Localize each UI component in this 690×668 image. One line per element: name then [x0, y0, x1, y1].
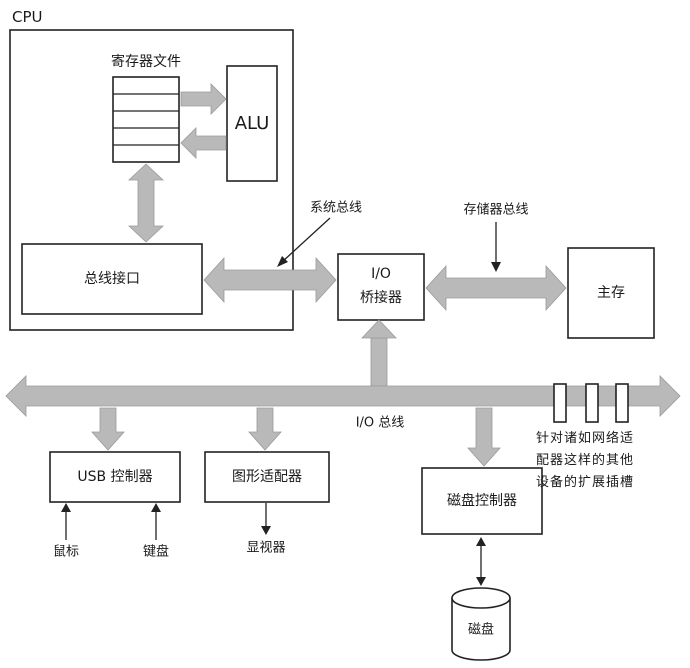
keyboard-label: 键盘 — [142, 544, 170, 560]
memory-bus-arrow — [425, 264, 567, 312]
keyboard-arrowhead — [151, 503, 161, 512]
system-bus-pointer — [281, 217, 331, 263]
disk-link-head-up — [476, 537, 486, 546]
alu-box — [226, 65, 278, 182]
main-memory-label: 主存 — [597, 285, 625, 301]
io-bridge-label-line1: I/O — [371, 266, 391, 282]
register-file — [112, 76, 180, 163]
memory-bus-pointer-head — [491, 262, 501, 272]
system-bus-pointer-head — [277, 256, 288, 267]
disk-link-head-down — [476, 577, 486, 586]
iobus-to-usb-arrow — [91, 407, 125, 451]
bridge-to-iobus-stem — [370, 337, 388, 387]
register-file-label: 寄存器文件 — [111, 54, 181, 70]
monitor-label: 显视器 — [246, 540, 286, 556]
expansion-slot-3 — [615, 383, 629, 423]
regfile-businterface-arrow — [127, 163, 165, 243]
expansion-slots-note: 针对诸如网络适 配器这样的其他 设备的扩展插槽 — [536, 428, 686, 494]
bus-interface-label: 总线接口 — [84, 271, 140, 287]
io-bridge-box — [337, 253, 425, 321]
disk-cylinder — [451, 587, 511, 661]
system-bus-arrow — [203, 256, 337, 304]
regfile-to-alu-arrow — [180, 83, 227, 115]
monitor-arrowhead — [261, 526, 271, 535]
expansion-note-line-2: 配器这样的其他 — [536, 453, 635, 468]
cpu-label: CPU — [12, 8, 43, 26]
bridge-stem-arrowhead — [361, 319, 397, 339]
alu-to-regfile-arrow — [180, 127, 227, 159]
io-bridge-label-line2: 桥接器 — [360, 290, 402, 306]
mouse-label: 鼠标 — [52, 544, 80, 560]
usb-controller-label: USB 控制器 — [77, 469, 153, 485]
memory-bus-label: 存储器总线 — [463, 202, 529, 218]
main-memory-box — [567, 247, 655, 339]
graphics-adapter-label: 图形适配器 — [232, 469, 302, 485]
io-bus — [5, 375, 681, 417]
disk-controller-label: 磁盘控制器 — [447, 493, 517, 509]
disk-label: 磁盘 — [467, 622, 495, 638]
system-bus-label: 系统总线 — [309, 200, 363, 216]
expansion-slot-2 — [585, 383, 599, 423]
expansion-note-line-1: 针对诸如网络适 — [536, 431, 635, 446]
bus-interface-box — [21, 243, 203, 315]
alu-label: ALU — [234, 113, 270, 134]
graphics-adapter-box — [204, 451, 330, 503]
iobus-to-disk-controller-arrow — [467, 407, 501, 467]
mouse-arrowhead — [61, 503, 71, 512]
expansion-slot-1 — [553, 383, 567, 423]
io-bus-label: I/O 总线 — [355, 415, 405, 431]
iobus-to-graphics-arrow — [248, 407, 282, 451]
disk-controller-box — [421, 467, 543, 535]
expansion-note-line-3: 设备的扩展插槽 — [536, 475, 635, 490]
usb-controller-box — [49, 451, 181, 503]
